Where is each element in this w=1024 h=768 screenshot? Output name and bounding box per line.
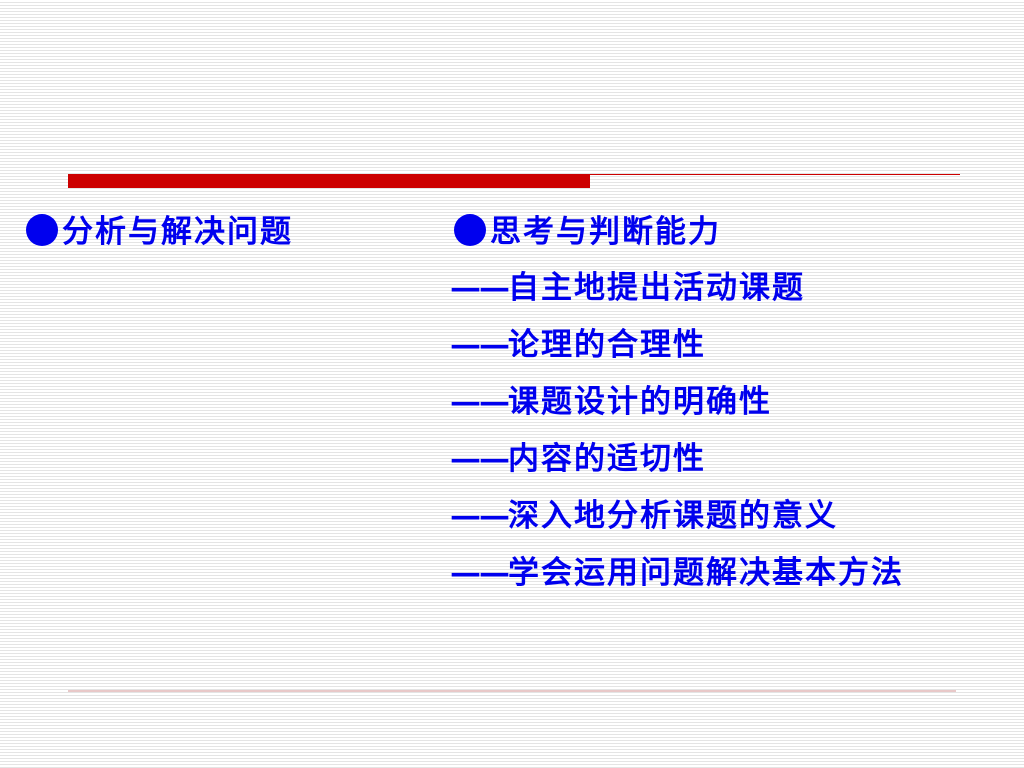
bullet-dot-icon [454, 214, 486, 246]
list-item-text: 内容的适切性 [508, 441, 706, 477]
title-divider-thick [68, 174, 590, 188]
left-heading: 分析与解决问题 [26, 210, 293, 254]
list-item-text: 论理的合理性 [508, 327, 706, 363]
bullet-dot-icon [26, 214, 58, 246]
list-item-text: 学会运用问题解决基本方法 [508, 555, 904, 591]
right-heading-text: 思考与判断能力 [490, 214, 721, 250]
dash-marker: —— [450, 384, 510, 420]
title-divider-thin [590, 174, 960, 175]
list-item: ——学会运用问题解决基本方法 [450, 551, 1020, 608]
footer-divider [68, 690, 956, 692]
list-item-text: 深入地分析课题的意义 [508, 498, 838, 534]
sub-item-list: ——自主地提出活动课题 ——论理的合理性 ——课题设计的明确性 ——内容的适切性… [450, 266, 1020, 608]
dash-marker: —— [450, 555, 510, 591]
list-item: ——深入地分析课题的意义 [450, 494, 1020, 551]
dash-marker: —— [450, 327, 510, 363]
dash-marker: —— [450, 270, 510, 306]
list-item: ——自主地提出活动课题 [450, 266, 1020, 323]
list-item: ——课题设计的明确性 [450, 380, 1020, 437]
dash-marker: —— [450, 498, 510, 534]
right-heading: 思考与判断能力 [454, 210, 721, 254]
dash-marker: —— [450, 441, 510, 477]
list-item-text: 自主地提出活动课题 [508, 270, 805, 306]
title-divider [68, 174, 960, 188]
left-heading-text: 分析与解决问题 [62, 214, 293, 250]
list-item: ——内容的适切性 [450, 437, 1020, 494]
list-item: ——论理的合理性 [450, 323, 1020, 380]
list-item-text: 课题设计的明确性 [508, 384, 772, 420]
